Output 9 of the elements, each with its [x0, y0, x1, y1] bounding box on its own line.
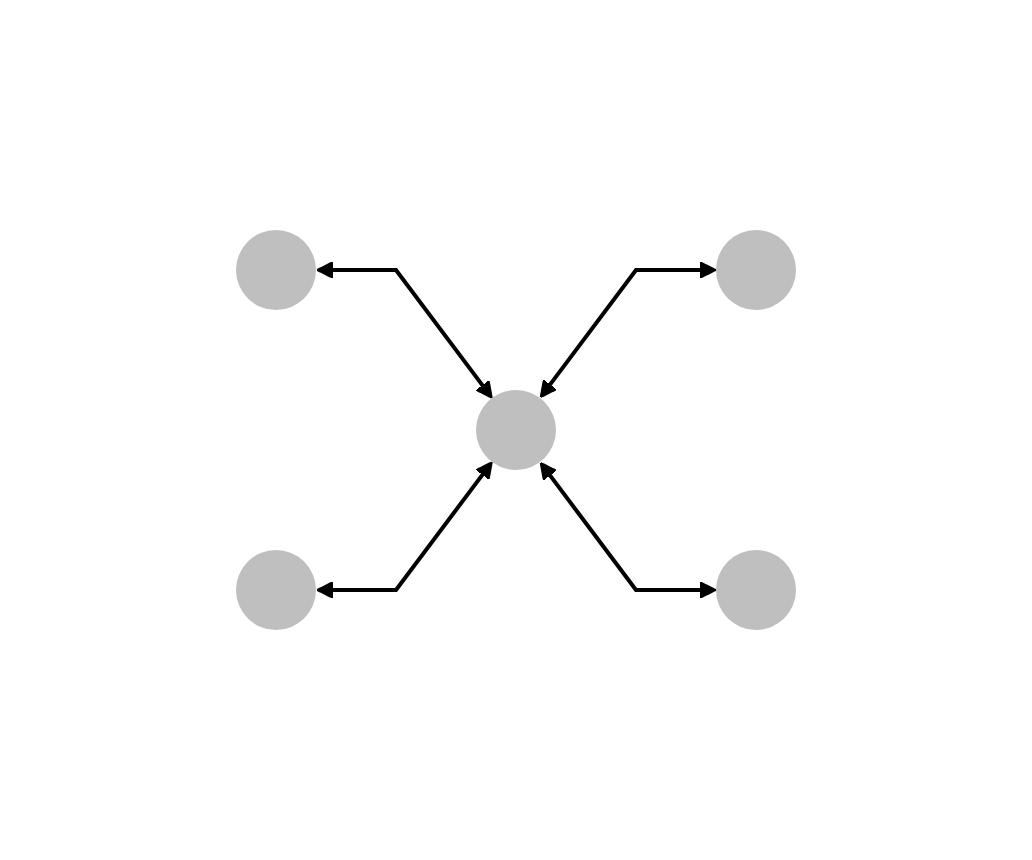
node-circle: [716, 230, 796, 310]
arrow: [316, 261, 493, 399]
arrow: [539, 261, 717, 399]
node-circle: [476, 390, 556, 470]
arrow: [316, 461, 493, 599]
node-circle: [716, 550, 796, 630]
arrow: [539, 461, 717, 599]
node-circle: [236, 550, 316, 630]
node-circle: [236, 230, 316, 310]
